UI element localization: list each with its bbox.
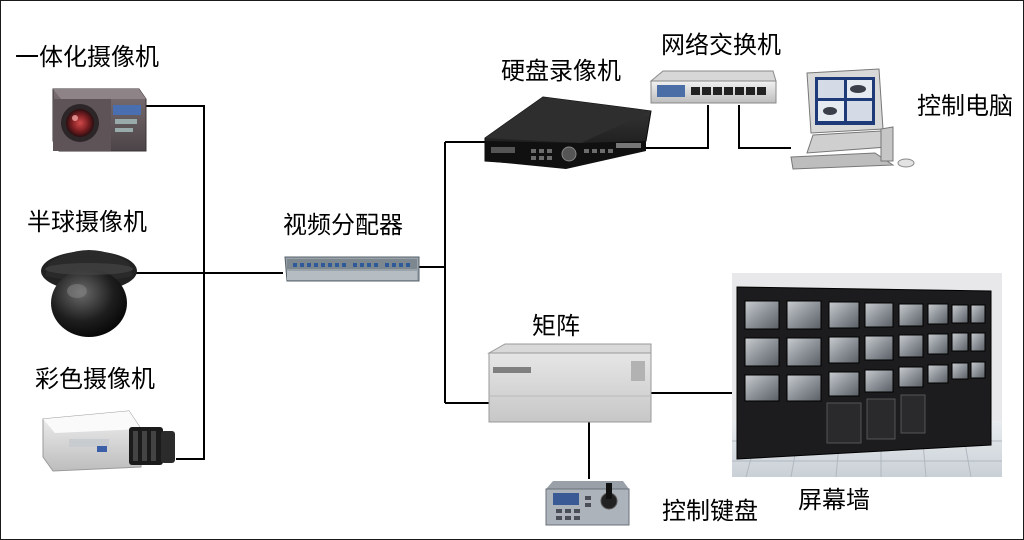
dvr-label: 硬盘录像机 [501,57,621,85]
control-keyboard-label: 控制键盘 [662,497,758,525]
dvr-icon [484,96,652,169]
dome-camera-label: 半球摄像机 [27,208,147,236]
integrated-camera-label: 一体化摄像机 [15,43,159,71]
wall-screens [744,300,986,402]
control-keyboard-icon [545,481,630,526]
dome-camera-icon [41,250,137,337]
color-camera-icon [42,410,175,472]
matrix-label: 矩阵 [532,312,580,340]
video-distributor-label: 视频分配器 [283,211,403,239]
connection-lines [135,105,791,479]
matrix-icon [487,343,652,423]
color-camera-label: 彩色摄像机 [35,365,155,393]
video-distributor-icon [284,256,420,282]
camera-bus-line [146,105,205,460]
dvr-to-switch-line [646,105,709,149]
control-pc-label: 控制电脑 [917,92,1013,120]
network-switch-label: 网络交换机 [661,31,781,59]
control-pc-icon [790,68,915,170]
switch-to-pc-line [738,105,791,149]
network-switch-icon [649,70,777,104]
video-wall-label: 屏幕墙 [798,486,870,514]
video-wall-icon [732,273,1002,478]
integrated-camera-icon [52,88,147,152]
